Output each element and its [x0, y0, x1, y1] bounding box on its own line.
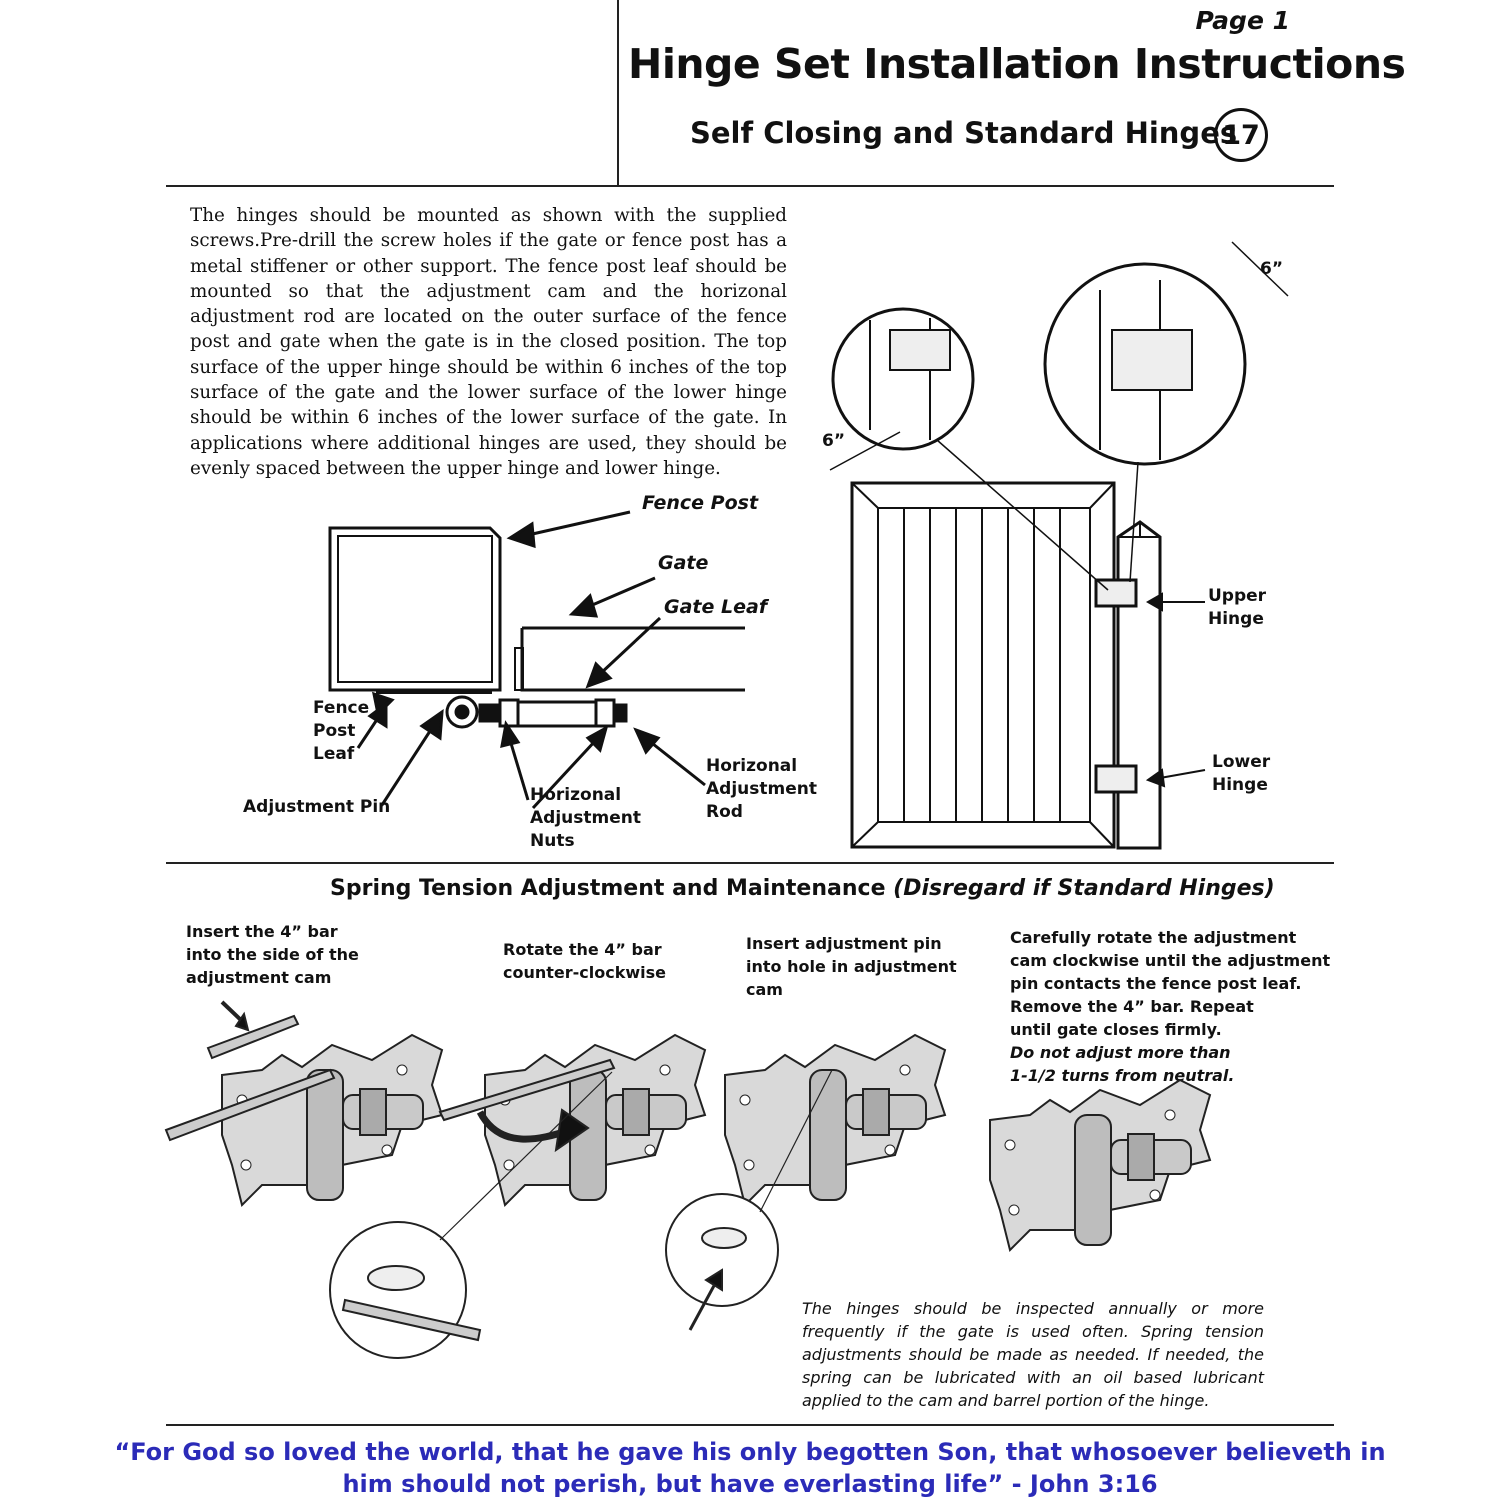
step-line: until gate closes firmly. — [1010, 1020, 1222, 1039]
label-line: Nuts — [530, 831, 575, 851]
header-rule — [166, 185, 1334, 187]
label-line: Horizonal — [530, 785, 622, 805]
page-title: Hinge Set Installation Instructions — [628, 40, 1406, 88]
label-line: Adjustment — [530, 808, 641, 828]
label-lower-hinge: Lower Hinge — [1212, 751, 1270, 797]
label-line: Hinge — [1208, 609, 1264, 629]
step-line: Insert adjustment pin — [746, 934, 942, 953]
label-upper-hinge: Upper Hinge — [1208, 585, 1266, 631]
label-line: Post — [313, 721, 356, 741]
quote-line: him should not perish, but have everlast… — [342, 1470, 1158, 1498]
maintenance-note: The hinges should be inspected annually … — [802, 1299, 1264, 1410]
label-line: Upper — [1208, 586, 1267, 606]
dimension-bottom-6in: 6” — [822, 431, 846, 451]
step-3-text: Insert adjustment pin into hole in adjus… — [746, 932, 957, 1001]
step-line: pin contacts the fence post leaf. — [1010, 974, 1302, 993]
label-line: Leaf — [313, 744, 355, 764]
label-adjustment-pin: Adjustment Pin — [243, 797, 391, 817]
step-line: into hole in adjustment — [746, 957, 957, 976]
label-adjustment-nuts: Horizonal Adjustment Nuts — [530, 784, 641, 853]
label-fence-post: Fence Post — [642, 492, 759, 514]
step-line: counter-clockwise — [503, 963, 667, 982]
label-gate: Gate — [658, 552, 709, 574]
step-line: cam clockwise until the adjustment — [1010, 951, 1331, 970]
dimension-top-6in: 6” — [1260, 259, 1284, 279]
step-number-badge: 17 — [1214, 108, 1268, 162]
section-rule — [166, 862, 1334, 864]
step-line: adjustment cam — [186, 968, 332, 987]
warning-line: Do not adjust more than — [1010, 1043, 1231, 1062]
header-divider — [617, 0, 619, 186]
step-1-text: Insert the 4” bar into the side of the a… — [186, 920, 359, 989]
page-label: Page 1 — [1195, 6, 1290, 35]
step-4-text: Carefully rotate the adjustment cam cloc… — [1010, 926, 1330, 1087]
label-line: Adjustment — [706, 779, 817, 799]
spring-section-heading: Spring Tension Adjustment and Maintenanc… — [330, 876, 1275, 901]
intro-paragraph: The hinges should be mounted as shown wi… — [190, 205, 787, 479]
step-line: Insert the 4” bar — [186, 922, 338, 941]
page-subtitle: Self Closing and Standard Hinges — [690, 116, 1238, 150]
step-line: Remove the 4” bar. Repeat — [1010, 997, 1254, 1016]
label-line: Fence — [313, 698, 370, 718]
step-line: Rotate the 4” bar — [503, 940, 662, 959]
label-line: Hinge — [1212, 775, 1268, 795]
footer-quote: “For God so loved the world, that he gav… — [0, 1436, 1500, 1500]
label-adjustment-rod: Horizonal Adjustment Rod — [706, 755, 817, 824]
label-gate-leaf: Gate Leaf — [664, 596, 768, 618]
label-line: Horizonal — [706, 756, 798, 776]
heading-note: (Disregard if Standard Hinges) — [893, 876, 1275, 901]
step-line: cam — [746, 980, 783, 999]
step-line: into the side of the — [186, 945, 359, 964]
footer-rule — [166, 1424, 1334, 1426]
label-line: Rod — [706, 802, 743, 822]
heading-main: Spring Tension Adjustment and Maintenanc… — [330, 876, 886, 901]
quote-line: “For God so loved the world, that he gav… — [114, 1438, 1386, 1466]
step-line: Carefully rotate the adjustment — [1010, 928, 1297, 947]
step-2-text: Rotate the 4” bar counter-clockwise — [503, 938, 666, 984]
label-line: Lower — [1212, 752, 1271, 772]
label-fence-post-leaf: Fence Post Leaf — [313, 697, 369, 766]
